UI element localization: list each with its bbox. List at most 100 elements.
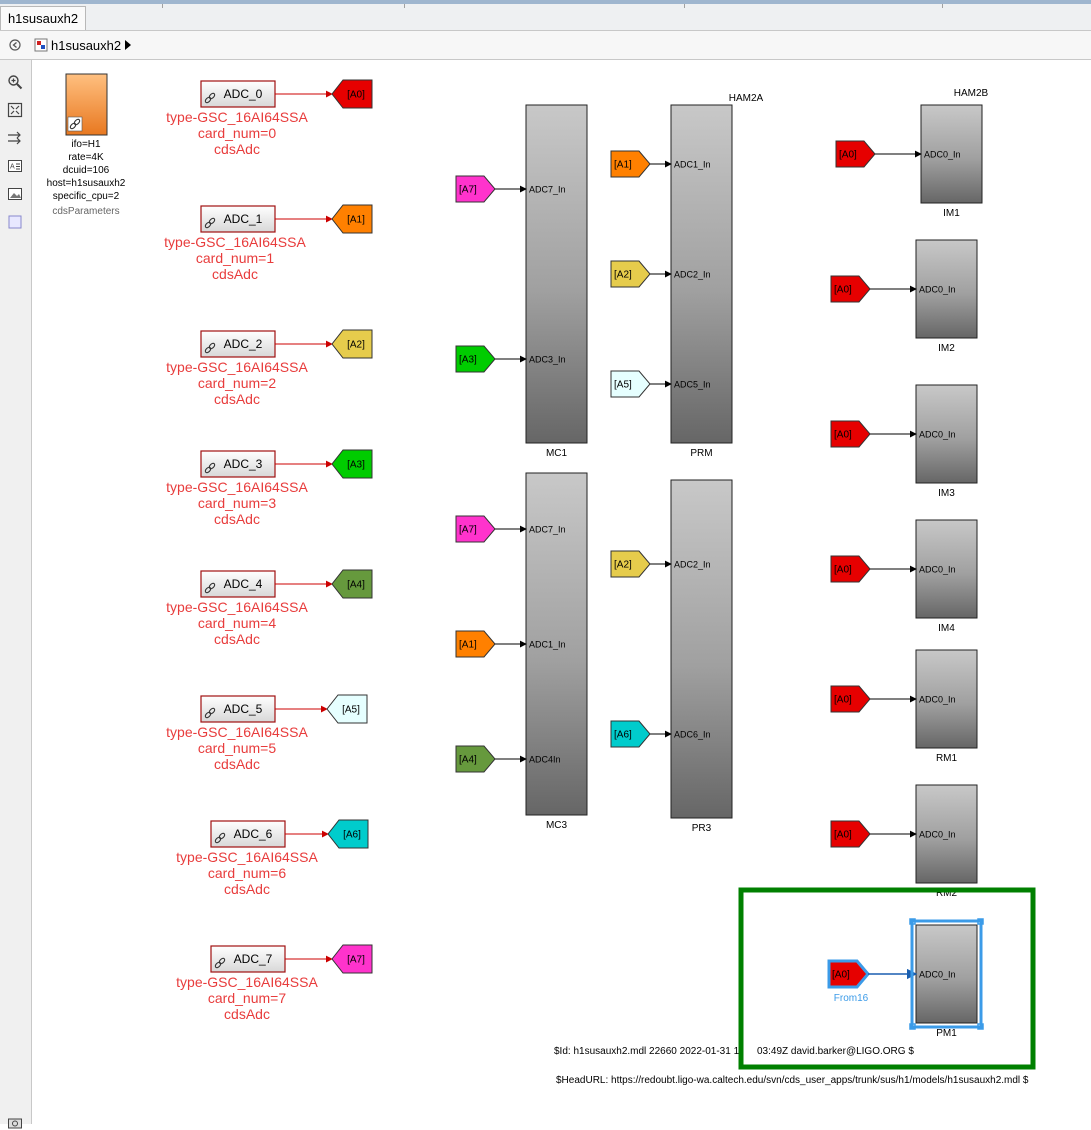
from-tag[interactable]: [A0] bbox=[830, 820, 871, 848]
adc-description-line: type-GSC_16AI64SSA bbox=[166, 109, 308, 125]
from-tag-label: [A5] bbox=[614, 380, 632, 391]
subsystem-box[interactable] bbox=[915, 239, 978, 339]
goto-tag[interactable]: [A4] bbox=[331, 569, 373, 599]
goto-tag-label: [A7] bbox=[347, 955, 365, 966]
from-tag[interactable]: [A0] bbox=[827, 959, 870, 989]
from-tag[interactable]: [A2] bbox=[610, 550, 651, 578]
from-tag[interactable]: [A0] bbox=[835, 140, 876, 168]
selection-handle[interactable] bbox=[909, 1023, 916, 1030]
from-tag[interactable]: [A2] bbox=[610, 260, 651, 288]
adc-box[interactable] bbox=[200, 450, 276, 478]
from-tag[interactable]: [A4] bbox=[455, 745, 496, 773]
back-icon[interactable] bbox=[9, 39, 21, 51]
tab-h1susauxh2[interactable]: h1susauxh2 bbox=[0, 6, 86, 30]
adc-description-line: cdsAdc bbox=[214, 141, 260, 157]
block-name: MC1 bbox=[546, 448, 568, 459]
goto-tag[interactable]: [A6] bbox=[327, 819, 369, 849]
goto-tag[interactable]: [A3] bbox=[331, 449, 373, 479]
fit-view-icon[interactable] bbox=[7, 102, 23, 118]
from-tag[interactable]: [A3] bbox=[455, 345, 496, 373]
subsystem-box[interactable] bbox=[525, 472, 588, 816]
adc-block-5[interactable]: ADC_5[A5]type-GSC_16AI64SSAcard_num=5cds… bbox=[166, 694, 368, 772]
from-tag[interactable]: [A0] bbox=[830, 685, 871, 713]
diagram-canvas[interactable]: ifo=H1 rate=4K dcuid=106 host=h1susauxh2… bbox=[32, 60, 1091, 1124]
adc-box[interactable] bbox=[210, 945, 286, 973]
adc-label: ADC_7 bbox=[234, 952, 273, 966]
adc-description-line: card_num=0 bbox=[198, 125, 276, 141]
subsystem-box[interactable] bbox=[915, 784, 978, 884]
link-icon-part bbox=[208, 92, 216, 100]
from-tag[interactable]: [A7] bbox=[455, 175, 496, 203]
from-tag[interactable]: [A0] bbox=[830, 420, 871, 448]
arrows-icon[interactable] bbox=[7, 130, 23, 146]
goto-tag[interactable]: [A0] bbox=[331, 79, 373, 109]
window-top-border bbox=[0, 0, 1091, 4]
area-icon[interactable] bbox=[7, 214, 23, 230]
from-tag[interactable]: [A1] bbox=[455, 630, 496, 658]
subsystem-box[interactable] bbox=[670, 104, 733, 444]
adc-description-line: type-GSC_16AI64SSA bbox=[166, 479, 308, 495]
adc-block-6[interactable]: ADC_6[A6]type-GSC_16AI64SSAcard_num=6cds… bbox=[176, 819, 369, 897]
from-tag[interactable]: [A1] bbox=[610, 150, 651, 178]
port-label: ADC5_In bbox=[674, 380, 711, 390]
goto-tag-label: [A2] bbox=[347, 340, 365, 351]
subsystem-box[interactable] bbox=[670, 479, 733, 819]
goto-tag[interactable]: [A5] bbox=[326, 694, 368, 724]
from-tag[interactable]: [A0] bbox=[830, 555, 871, 583]
from-tag[interactable]: [A6] bbox=[610, 720, 651, 748]
adc-block-3[interactable]: ADC_3[A3]type-GSC_16AI64SSAcard_num=3cds… bbox=[166, 449, 373, 527]
param-line: host=h1susauxh2 bbox=[47, 178, 126, 189]
from-tag-shape bbox=[610, 150, 651, 178]
subsystem-box[interactable] bbox=[915, 519, 978, 619]
from-tag[interactable]: [A0] bbox=[830, 275, 871, 303]
zoom-icon[interactable] bbox=[7, 74, 23, 90]
adc-box[interactable] bbox=[200, 205, 276, 233]
adc-box[interactable] bbox=[200, 570, 276, 598]
adc-block-0[interactable]: ADC_0[A0]type-GSC_16AI64SSAcard_num=0cds… bbox=[166, 79, 373, 157]
block-prm[interactable]: PRMHAM2AADC1_In[A1]ADC2_In[A2]ADC5_In[A5… bbox=[610, 93, 764, 459]
adc-layer: ADC_0[A0]type-GSC_16AI64SSAcard_num=0cds… bbox=[164, 79, 373, 1022]
link-icon bbox=[204, 707, 216, 719]
subsystem-box[interactable] bbox=[915, 924, 978, 1024]
adc-block-4[interactable]: ADC_4[A4]type-GSC_16AI64SSAcard_num=4cds… bbox=[166, 569, 373, 647]
camera-icon[interactable] bbox=[7, 1114, 23, 1130]
subsystem-box[interactable] bbox=[525, 104, 588, 444]
address-bar: h1susauxh2 bbox=[0, 31, 1091, 60]
chevron-right-icon[interactable] bbox=[124, 40, 132, 50]
from-tag-label: [A0] bbox=[834, 565, 852, 576]
tab-bar: h1susauxh2 bbox=[0, 4, 1091, 31]
breadcrumb[interactable]: h1susauxh2 bbox=[34, 36, 132, 54]
goto-tag[interactable]: [A1] bbox=[331, 204, 373, 234]
goto-tag[interactable]: [A7] bbox=[331, 944, 373, 974]
cds-parameters-block[interactable]: ifo=H1 rate=4K dcuid=106 host=h1susauxh2… bbox=[47, 73, 126, 217]
subsystem-box[interactable] bbox=[915, 649, 978, 749]
link-icon-part bbox=[204, 221, 212, 229]
image-icon[interactable] bbox=[7, 186, 23, 202]
selection-handle[interactable] bbox=[909, 918, 916, 925]
adc-block-7[interactable]: ADC_7[A7]type-GSC_16AI64SSAcard_num=7cds… bbox=[176, 944, 373, 1022]
selection-handle[interactable] bbox=[977, 1023, 984, 1030]
diagram-svg[interactable]: ifo=H1 rate=4K dcuid=106 host=h1susauxh2… bbox=[32, 60, 1091, 1124]
adc-box[interactable] bbox=[210, 820, 286, 848]
annotation-icon[interactable]: A bbox=[7, 158, 23, 174]
adc-block-2[interactable]: ADC_2[A2]type-GSC_16AI64SSAcard_num=2cds… bbox=[166, 329, 373, 407]
subsystem-box[interactable] bbox=[920, 104, 983, 204]
from-tag[interactable]: [A5] bbox=[610, 370, 651, 398]
from-tag[interactable]: [A7] bbox=[455, 515, 496, 543]
selection-handle[interactable] bbox=[977, 918, 984, 925]
link-icon-part bbox=[208, 582, 216, 590]
goto-tag[interactable]: [A2] bbox=[331, 329, 373, 359]
adc-block-1[interactable]: ADC_1[A1]type-GSC_16AI64SSAcard_num=1cds… bbox=[164, 204, 373, 282]
from-tag-label: [A0] bbox=[834, 285, 852, 296]
svn-url-line: $HeadURL: https://redoubt.ligo-wa.caltec… bbox=[556, 1075, 1029, 1086]
